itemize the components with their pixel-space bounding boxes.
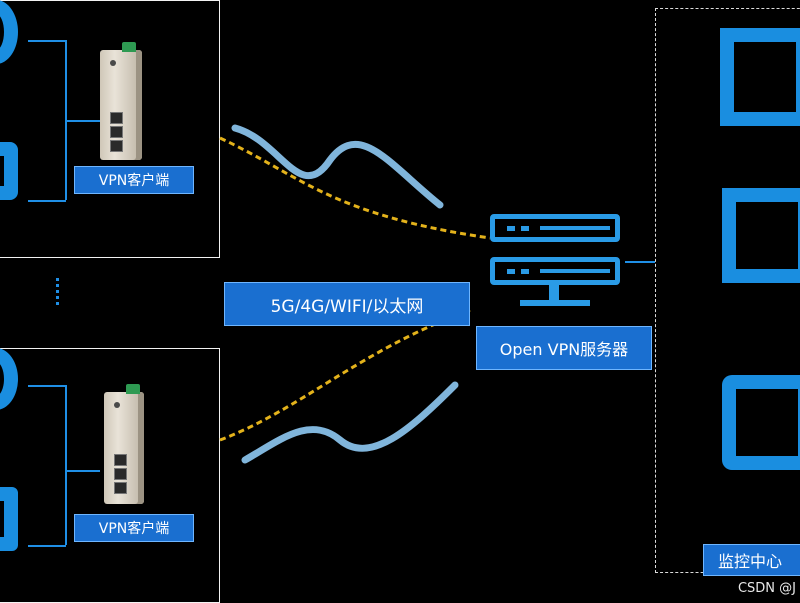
watermark: CSDN @J <box>737 581 796 596</box>
router-device <box>104 384 144 504</box>
connector-line <box>65 120 100 122</box>
vpn-server-label: Open VPN服务器 <box>476 326 652 370</box>
tunnel-link <box>219 308 471 442</box>
tunnel-link <box>219 136 491 240</box>
chart-icon <box>722 375 800 470</box>
wave-link <box>241 381 459 464</box>
connector-line <box>28 200 66 202</box>
wave-link <box>231 124 444 209</box>
server-icon <box>490 214 620 242</box>
connector-line <box>65 385 67 545</box>
connector-line <box>28 40 66 42</box>
connector-line <box>28 385 66 387</box>
camera-icon <box>0 142 18 200</box>
server-base <box>520 300 590 306</box>
client-frame-top <box>0 0 220 258</box>
network-label: 5G/4G/WIFI/以太网 <box>224 282 470 326</box>
server-icon <box>490 257 620 285</box>
vpn-client-label: VPN客户端 <box>74 514 194 542</box>
monitor-icon <box>722 188 800 283</box>
server-stand <box>549 285 559 303</box>
connector-line <box>28 545 66 547</box>
monitor-center-label: 监控中心 <box>703 544 800 576</box>
vpn-client-label: VPN客户端 <box>74 166 194 194</box>
ellipsis-dots <box>56 275 59 308</box>
connector-line <box>65 470 100 472</box>
monitor-icon <box>720 28 800 126</box>
router-device <box>100 42 142 160</box>
sensor-icon <box>0 487 18 551</box>
